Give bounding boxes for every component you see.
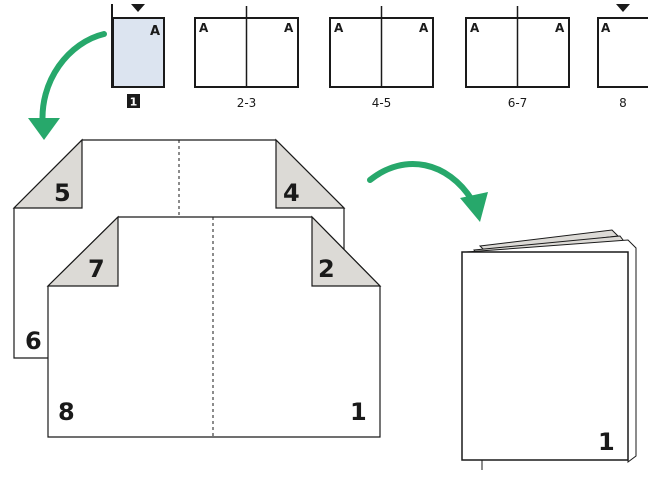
spread-label: 6-7 <box>508 96 528 110</box>
front-printer-spread: 7 2 8 1 <box>46 215 382 438</box>
finished-booklet: 1 <box>461 229 637 470</box>
page-thumbnail[interactable] <box>597 17 648 88</box>
spread-label: 8 <box>619 96 627 110</box>
master-prefix-left: A <box>199 21 209 35</box>
page-number: 1 <box>598 428 615 456</box>
spread-4-5[interactable]: A A 4-5 <box>329 6 434 110</box>
selected-page-badge <box>127 94 140 108</box>
arrow-curve-icon <box>39 31 107 131</box>
page-number: 4 <box>283 179 300 207</box>
spread-8[interactable]: A 8 <box>597 4 648 110</box>
booklet-cover <box>461 251 629 461</box>
page-number: 2 <box>318 255 335 283</box>
master-prefix-right: A <box>555 21 565 35</box>
spread-6-7[interactable]: A A 6-7 <box>465 6 570 110</box>
page-number: 1 <box>350 398 367 426</box>
folded-corner-left <box>12 138 83 209</box>
arrowhead-icon <box>28 118 60 140</box>
master-prefix: A <box>150 24 160 39</box>
spread-label: 2-3 <box>237 96 257 110</box>
page-number: 8 <box>58 398 75 426</box>
spread-label: 4-5 <box>372 96 392 110</box>
page-thumbnail[interactable] <box>112 17 165 88</box>
master-prefix-right: A <box>419 21 429 35</box>
spread-2-3[interactable]: A A 2-3 <box>194 6 299 110</box>
master-prefix-right: A <box>284 21 294 35</box>
spread-1[interactable]: A 1 <box>111 4 165 109</box>
page-number: 6 <box>25 327 42 355</box>
folded-corner-right <box>275 138 346 209</box>
page-number: 5 <box>54 179 71 207</box>
pages-panel: A 1 A A 2-3 A A 4-5 A A 6-7 <box>111 4 648 110</box>
page-number-label: 1 <box>130 96 138 109</box>
arrowhead-icon <box>460 192 488 222</box>
page-number: 7 <box>88 255 105 283</box>
master-prefix-left: A <box>334 21 344 35</box>
arrow-curve-icon <box>367 161 475 203</box>
folded-corner-right <box>311 215 382 287</box>
master-prefix-left: A <box>470 21 480 35</box>
current-page-indicator-icon <box>131 4 145 12</box>
master-prefix: A <box>601 21 611 35</box>
current-page-indicator-icon <box>616 4 630 12</box>
folded-corner-left <box>46 215 119 287</box>
